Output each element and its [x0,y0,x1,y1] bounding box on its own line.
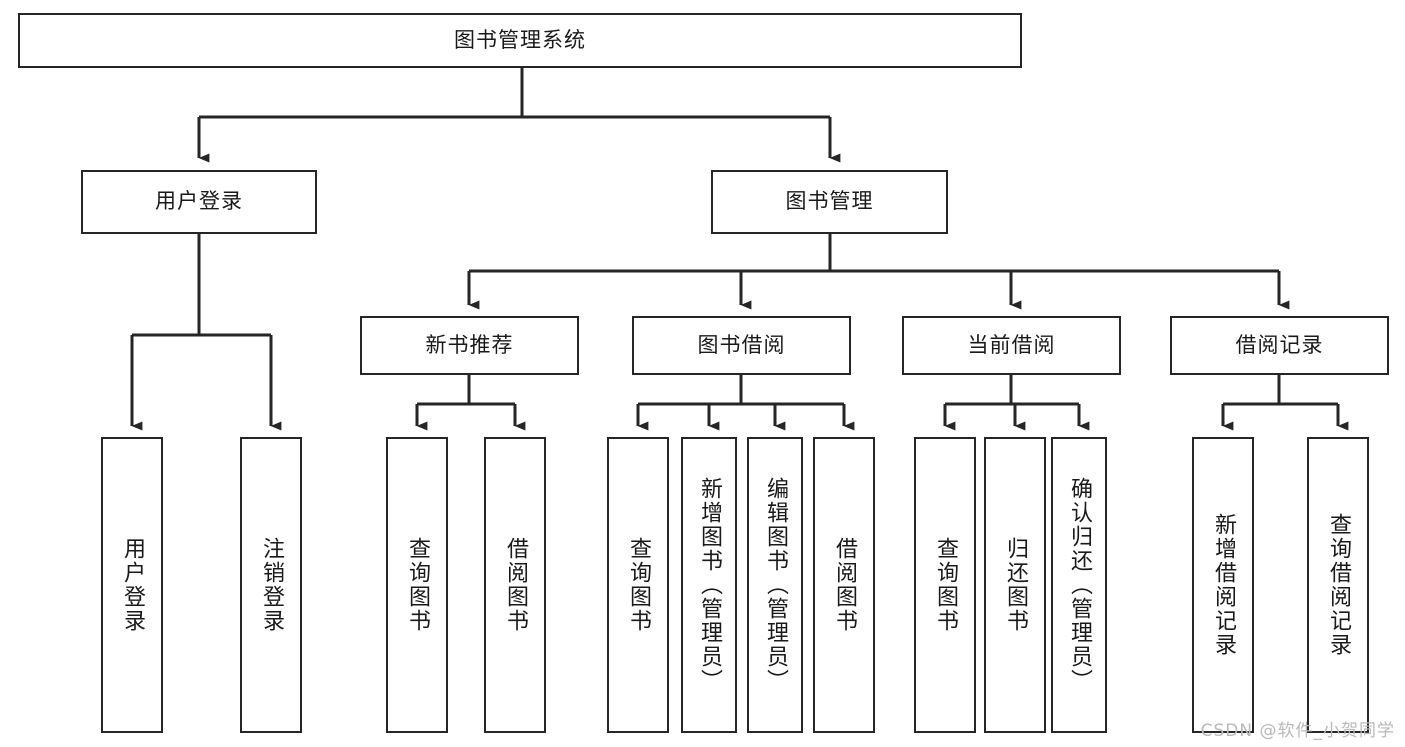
node-new-book-recommend[interactable]: 新书推荐 [360,316,579,375]
node-user-logout-action-label: 注销登录 [258,537,284,633]
node-user-logout-action[interactable]: 注销登录 [240,437,302,733]
node-borrow-record-label: 借阅记录 [1235,332,1324,357]
node-root-label: 图书管理系统 [454,27,586,52]
node-borrow-lend-book[interactable]: 借阅图书 [813,437,875,733]
node-current-return-book[interactable]: 归还图书 [984,437,1046,733]
node-borrow-query-book-label: 查询图书 [625,537,651,633]
node-borrow-lend-book-label: 借阅图书 [831,537,857,633]
node-book-borrow[interactable]: 图书借阅 [632,316,851,375]
node-borrow-edit-book[interactable]: 编辑图书（管理员） [747,437,803,733]
node-record-add-label: 新增借阅记录 [1210,513,1236,657]
node-user-login[interactable]: 用户登录 [81,170,317,234]
node-recommend-query-book-label: 查询图书 [404,537,430,633]
node-current-query-book-label: 查询图书 [932,537,958,633]
node-recommend-query-book[interactable]: 查询图书 [386,437,448,733]
node-current-borrow-label: 当前借阅 [967,332,1056,357]
node-current-query-book[interactable]: 查询图书 [914,437,976,733]
node-current-borrow[interactable]: 当前借阅 [902,316,1121,375]
node-recommend-borrow-book[interactable]: 借阅图书 [484,437,546,733]
node-borrow-add-book-label: 新增图书（管理员） [696,477,722,693]
node-record-query[interactable]: 查询借阅记录 [1307,437,1369,733]
node-record-add[interactable]: 新增借阅记录 [1192,437,1254,733]
node-borrow-record[interactable]: 借阅记录 [1170,316,1389,375]
node-book-manage[interactable]: 图书管理 [711,170,948,234]
node-new-book-recommend-label: 新书推荐 [425,332,514,357]
node-user-login-action[interactable]: 用户登录 [101,437,163,733]
node-recommend-borrow-book-label: 借阅图书 [502,537,528,633]
node-user-login-label: 用户登录 [155,189,243,214]
node-book-manage-label: 图书管理 [785,189,874,214]
node-borrow-query-book[interactable]: 查询图书 [607,437,669,733]
node-current-confirm-return-label: 确认归还（管理员） [1066,477,1092,693]
node-root[interactable]: 图书管理系统 [18,13,1022,68]
node-current-confirm-return[interactable]: 确认归还（管理员） [1051,437,1107,733]
node-borrow-add-book[interactable]: 新增图书（管理员） [681,437,737,733]
node-record-query-label: 查询借阅记录 [1325,513,1351,657]
node-current-return-book-label: 归还图书 [1002,537,1028,633]
node-borrow-edit-book-label: 编辑图书（管理员） [762,477,788,693]
node-user-login-action-label: 用户登录 [119,537,145,633]
node-book-borrow-label: 图书借阅 [697,332,786,357]
